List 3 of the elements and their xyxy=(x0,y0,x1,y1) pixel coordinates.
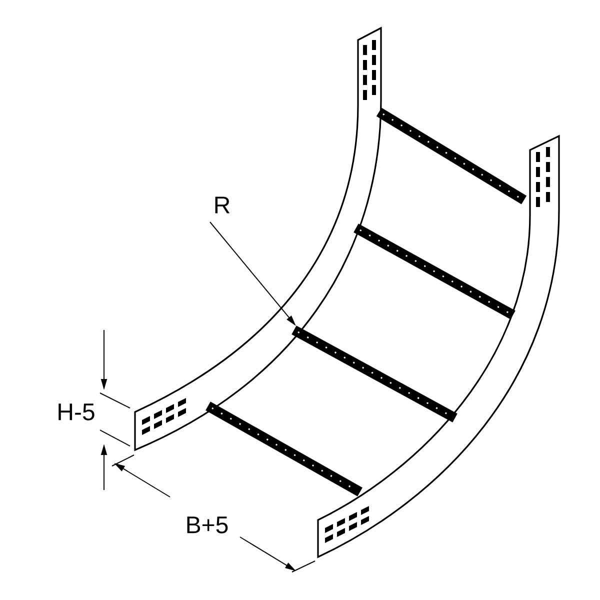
dimension-label: R xyxy=(215,196,230,214)
dimension-label: B+5 xyxy=(187,516,228,534)
dimension-label: H-5 xyxy=(58,404,94,420)
